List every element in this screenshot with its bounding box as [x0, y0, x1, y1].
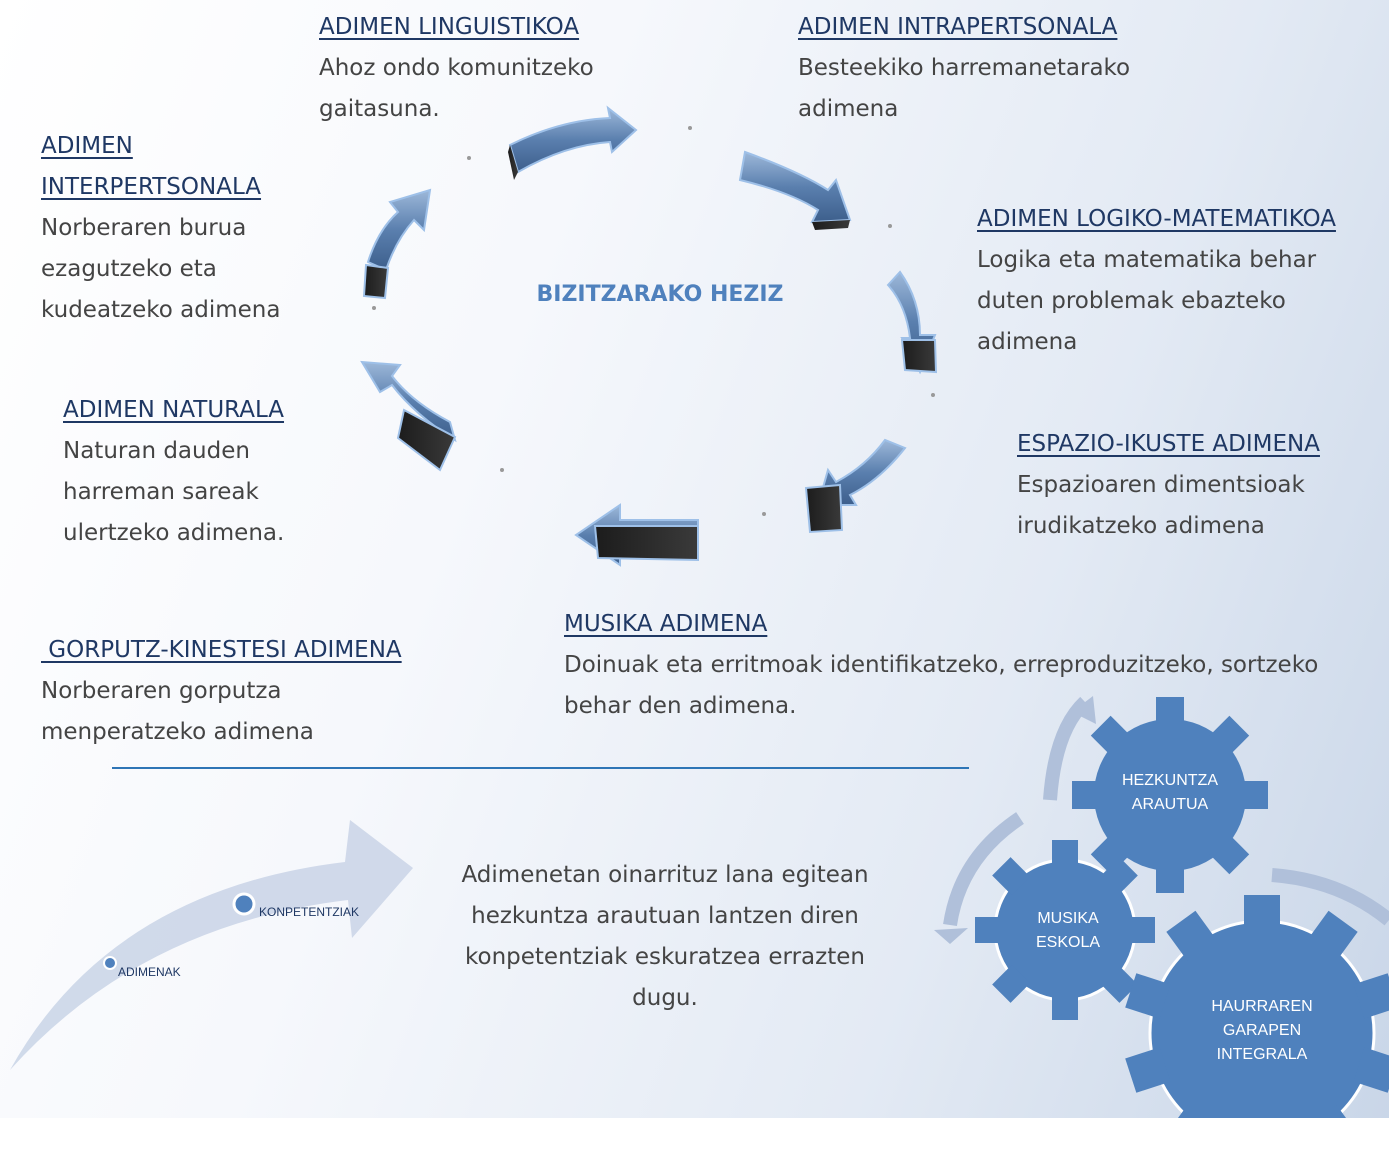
curved-arrow-shape — [10, 820, 413, 1070]
intelligence-logiko-matematikoa: ADIMEN LOGIKO-MATEMATIKOA Logika eta mat… — [977, 199, 1377, 363]
intelligence-description: Ahoz ondo komunitzeko gaitasuna. — [319, 55, 594, 122]
intelligence-linguistikoa: ADIMEN LINGUISTIKOA Ahoz ondo komunitzek… — [319, 7, 639, 130]
cycle-arrow-2 — [738, 150, 852, 230]
cycle-arc-left — [943, 812, 1024, 927]
path-marker-end — [232, 892, 256, 916]
progress-arrow: KONPETENTZIAK ADIMENAK — [10, 820, 413, 1070]
path-label-start: ADIMENAK — [118, 965, 181, 979]
bottom-text: Adimenetan oinarrituz lana egitean hezku… — [461, 862, 869, 1011]
intelligence-gorputz-kinestesi: GORPUTZ-KINESTESI ADIMENA Norberaren gor… — [41, 630, 402, 753]
cycle-arrow-7 — [362, 188, 432, 300]
intelligence-heading: ADIMEN NATURALA — [63, 397, 285, 423]
intelligence-espazio-ikuste: ESPAZIO-IKUSTE ADIMENA Espazioaren dimen… — [1017, 424, 1357, 547]
gear-label-top: HEZKUNTZA ARAUTUA — [1122, 772, 1218, 813]
cycle-arrow-4 — [804, 438, 907, 534]
gear-label-line: INTEGRALA — [1217, 1046, 1308, 1063]
gear-label-line: GARAPEN — [1223, 1022, 1301, 1039]
cycle-arrow-5 — [574, 503, 699, 567]
gear-label-line: ESKOLA — [1036, 934, 1100, 951]
intelligence-description: Espazioaren dimentsioak irudikatzeko adi… — [1017, 472, 1305, 539]
gear-musika-eskola — [975, 840, 1155, 1020]
cycle-arrow-3 — [886, 270, 938, 375]
gears-diagram: HEZKUNTZA ARAUTUA MUSIKA ESKOLA HAURRAREN G… — [934, 696, 1389, 1118]
cycle-arrows — [360, 105, 938, 567]
divider — [112, 767, 969, 769]
intelligence-description: Norberaren burua ezagutzeko eta kudeatze… — [41, 215, 281, 323]
intelligence-naturala: ADIMEN NATURALA Naturan dauden harreman … — [63, 390, 323, 554]
gear-hezkuntza — [1072, 697, 1268, 893]
gear-label-line: ARAUTUA — [1132, 796, 1209, 813]
cycle-arrowhead-top — [1072, 696, 1096, 724]
intelligence-description: Naturan dauden harreman sareak ulertzeko… — [63, 438, 285, 546]
gear-label-line: HAURRAREN — [1211, 998, 1312, 1015]
path-label-end: KONPETENTZIAK — [259, 905, 359, 919]
gear-label-line: HEZKUNTZA — [1122, 772, 1218, 789]
intelligence-heading: ESPAZIO-IKUSTE ADIMENA — [1017, 431, 1320, 457]
intelligence-heading: ADIMEN LINGUISTIKOA — [319, 14, 580, 40]
intelligence-heading: MUSIKA ADIMENA — [564, 611, 768, 637]
gear-label-left: MUSIKA ESKOLA — [1036, 910, 1100, 951]
intelligence-intrapertsonala: ADIMEN INTRAPERTSONALA Besteekiko harrem… — [798, 7, 1168, 130]
cycle-arrow-1 — [508, 105, 638, 180]
intelligence-heading: ADIMEN INTRAPERTSONALA — [798, 14, 1118, 40]
intelligence-heading: GORPUTZ-KINESTESI ADIMENA — [41, 637, 402, 663]
gear-label-line: MUSIKA — [1037, 910, 1099, 927]
intelligence-description: Doinuak eta erritmoak identifikatzeko, e… — [564, 652, 1319, 719]
path-marker-start — [103, 956, 117, 970]
intelligence-description: Norberaren gorputza menperatzeko adimena — [41, 678, 314, 745]
gear-label-big: HAURRAREN GARAPEN INTEGRALA — [1211, 998, 1312, 1063]
cycle-arrow-6 — [360, 360, 457, 472]
intelligence-musika: MUSIKA ADIMENA Doinuak eta erritmoak ide… — [564, 604, 1374, 727]
center-title: BIZITZARAKO HEZIZ — [536, 282, 784, 307]
cycle-dots — [372, 126, 935, 516]
intelligence-heading: ADIMEN INTERPERTSONALA — [41, 133, 262, 200]
intelligence-interpertsonala: ADIMEN INTERPERTSONALA Norberaren burua … — [41, 126, 311, 331]
page: ADIMEN LINGUISTIKOA Ahoz ondo komunitzek… — [0, 0, 1389, 1118]
intelligence-description: Logika eta matematika behar duten proble… — [977, 247, 1317, 355]
intelligence-description: Besteekiko harremanetarako adimena — [798, 55, 1131, 122]
intelligence-heading: ADIMEN LOGIKO-MATEMATIKOA — [977, 206, 1336, 232]
cycle-arc-right — [1271, 868, 1389, 926]
gear-haurraren — [1125, 895, 1389, 1118]
cycle-arrowhead-left — [934, 928, 968, 944]
